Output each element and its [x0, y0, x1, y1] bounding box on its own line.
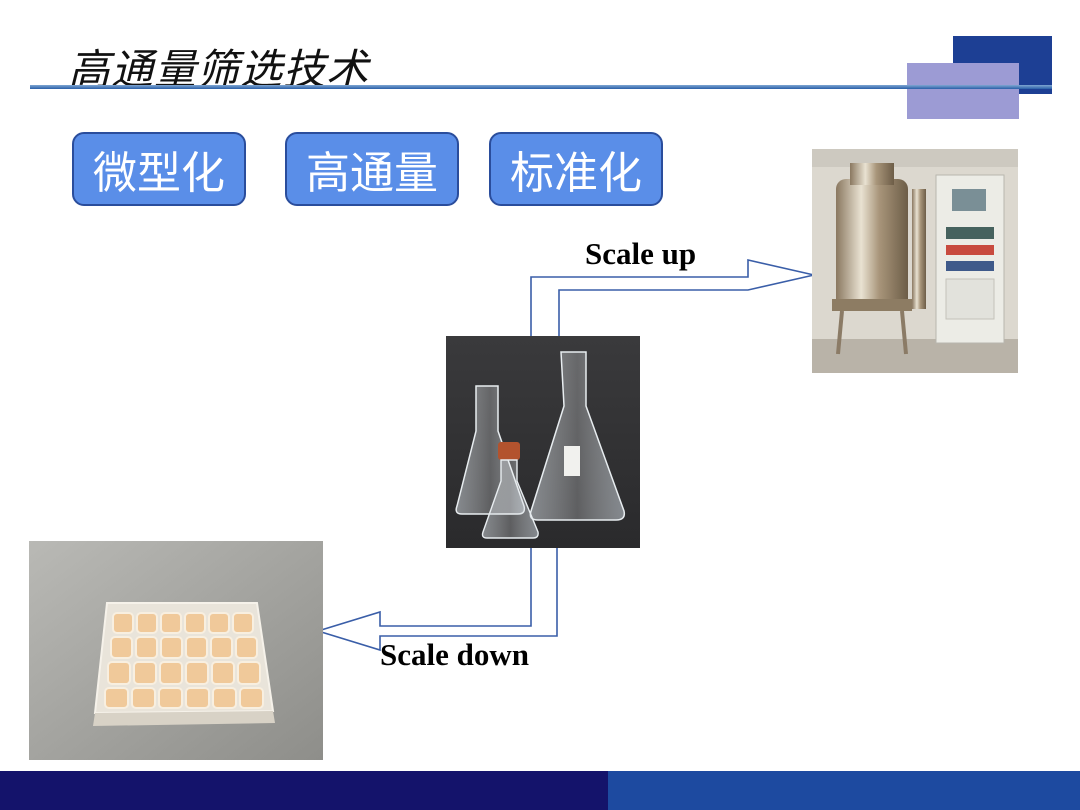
well-plate-photo: [29, 541, 323, 760]
footer-bar-blue: [608, 771, 1080, 810]
footer-bar-dark: [0, 771, 608, 810]
scale-up-arrow: [530, 258, 815, 336]
flasks-photo: [446, 336, 640, 548]
scale-up-label: Scale up: [585, 236, 697, 271]
corner-decoration-light: [907, 63, 1019, 119]
pill-standardization: 标准化: [489, 132, 663, 206]
bioreactor-photo: [812, 149, 1018, 373]
scale-down-label: Scale down: [380, 637, 529, 672]
pill-high-throughput: 高通量: [285, 132, 459, 206]
scale-down-arrow: [315, 548, 558, 652]
pill-miniaturization: 微型化: [72, 132, 246, 206]
title-underline: [30, 85, 1052, 89]
